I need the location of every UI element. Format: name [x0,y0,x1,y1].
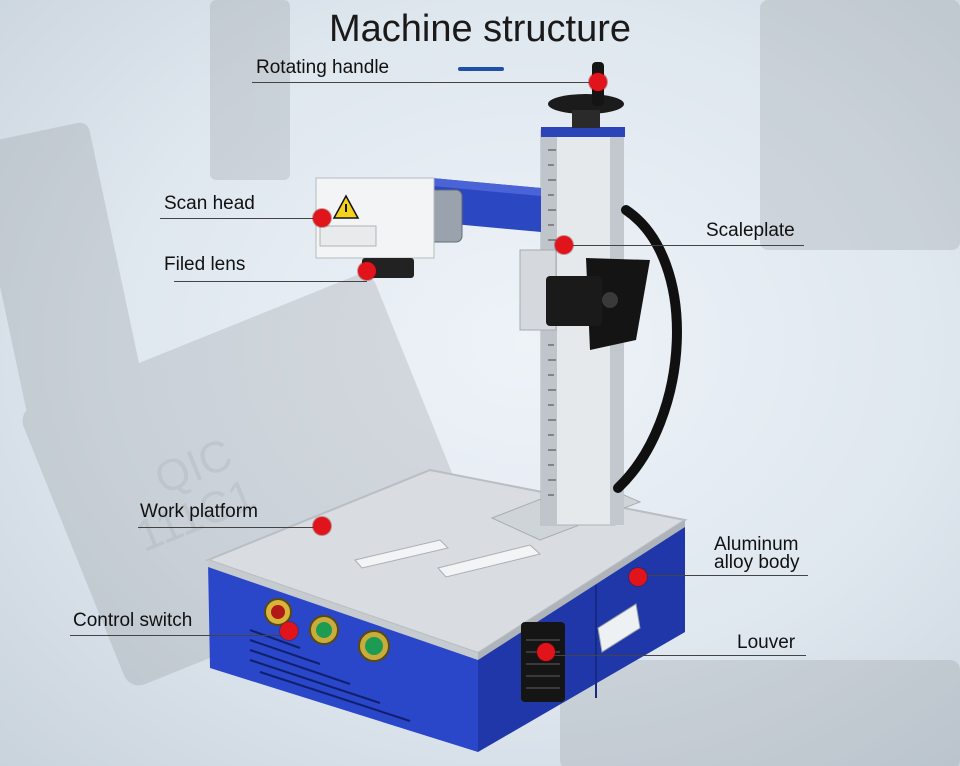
leader-filed-lens [174,281,367,282]
marker-work-platform [313,517,331,535]
label-louver: Louver [737,632,796,653]
leader-scan-head [160,218,322,219]
label-scan-head: Scan head [164,193,255,214]
label-filed-lens: Filed lens [164,254,246,275]
label-control-switch: Control switch [73,610,193,631]
fiber-cable [613,205,682,493]
title-accent-bar [458,67,504,71]
leader-louver [546,655,806,656]
leader-aluminum-alloy-body [638,575,808,576]
diagram-title: Machine structure [328,8,631,50]
leader-control-switch [70,635,289,636]
label-scaleplate: Scaleplate [706,220,795,241]
leader-work-platform [138,527,322,528]
leader-rotating-handle [252,82,597,83]
marker-louver [537,643,555,661]
label-aluminum-alloy-body-line2: alloy body [714,552,800,573]
marker-control-switch [280,622,298,640]
marker-scan-head [313,209,331,227]
marker-rotating-handle [589,73,607,91]
marker-filed-lens [358,262,376,280]
label-rotating-handle: Rotating handle [256,57,390,78]
marker-scaleplate [555,236,573,254]
label-work-platform: Work platform [140,501,258,522]
scan-head-assembly [315,177,650,350]
leader-scaleplate [564,245,804,246]
label-aluminum-alloy-body-line1: Aluminum [714,534,799,555]
marker-aluminum-alloy-body [629,568,647,586]
